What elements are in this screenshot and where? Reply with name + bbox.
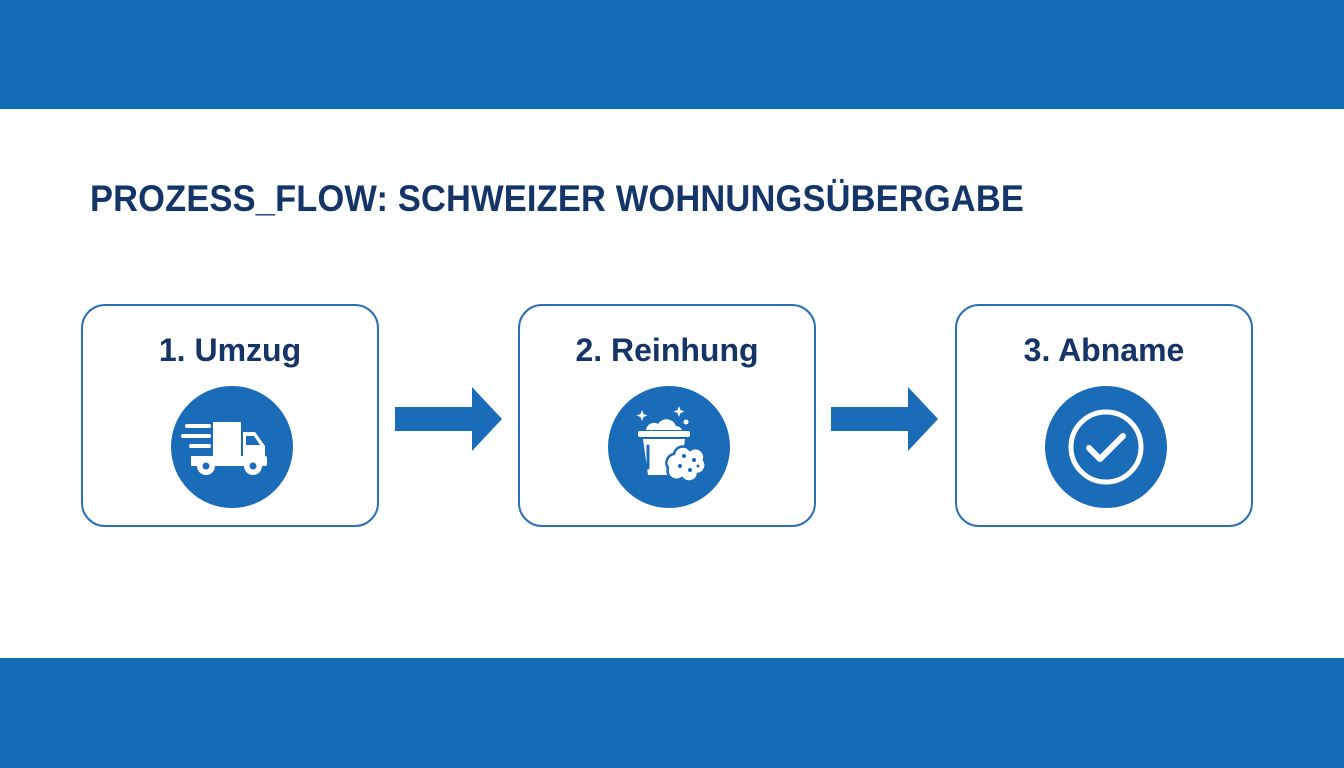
check-circle-icon bbox=[1045, 386, 1167, 508]
top-banner bbox=[0, 0, 1344, 109]
step-2-box: 2. Reinhung bbox=[518, 304, 816, 527]
bottom-banner bbox=[0, 658, 1344, 768]
step-3-label: 3. Abname bbox=[1023, 332, 1185, 368]
moving-truck-icon bbox=[171, 386, 293, 508]
step-1-label: 1. Umzug bbox=[158, 332, 302, 368]
step-3-box: 3. Abname bbox=[955, 304, 1253, 527]
step-2-label: 2. Reinhung bbox=[575, 332, 759, 368]
step-1-box: 1. Umzug bbox=[81, 304, 379, 527]
cleaning-bucket-icon bbox=[608, 386, 730, 508]
arrow-right-icon bbox=[831, 386, 941, 457]
arrow-right-icon bbox=[395, 386, 505, 457]
diagram-title: PROZESS_FLOW: SCHWEIZER WOHNUNGSÜBERGABE bbox=[90, 178, 1024, 219]
